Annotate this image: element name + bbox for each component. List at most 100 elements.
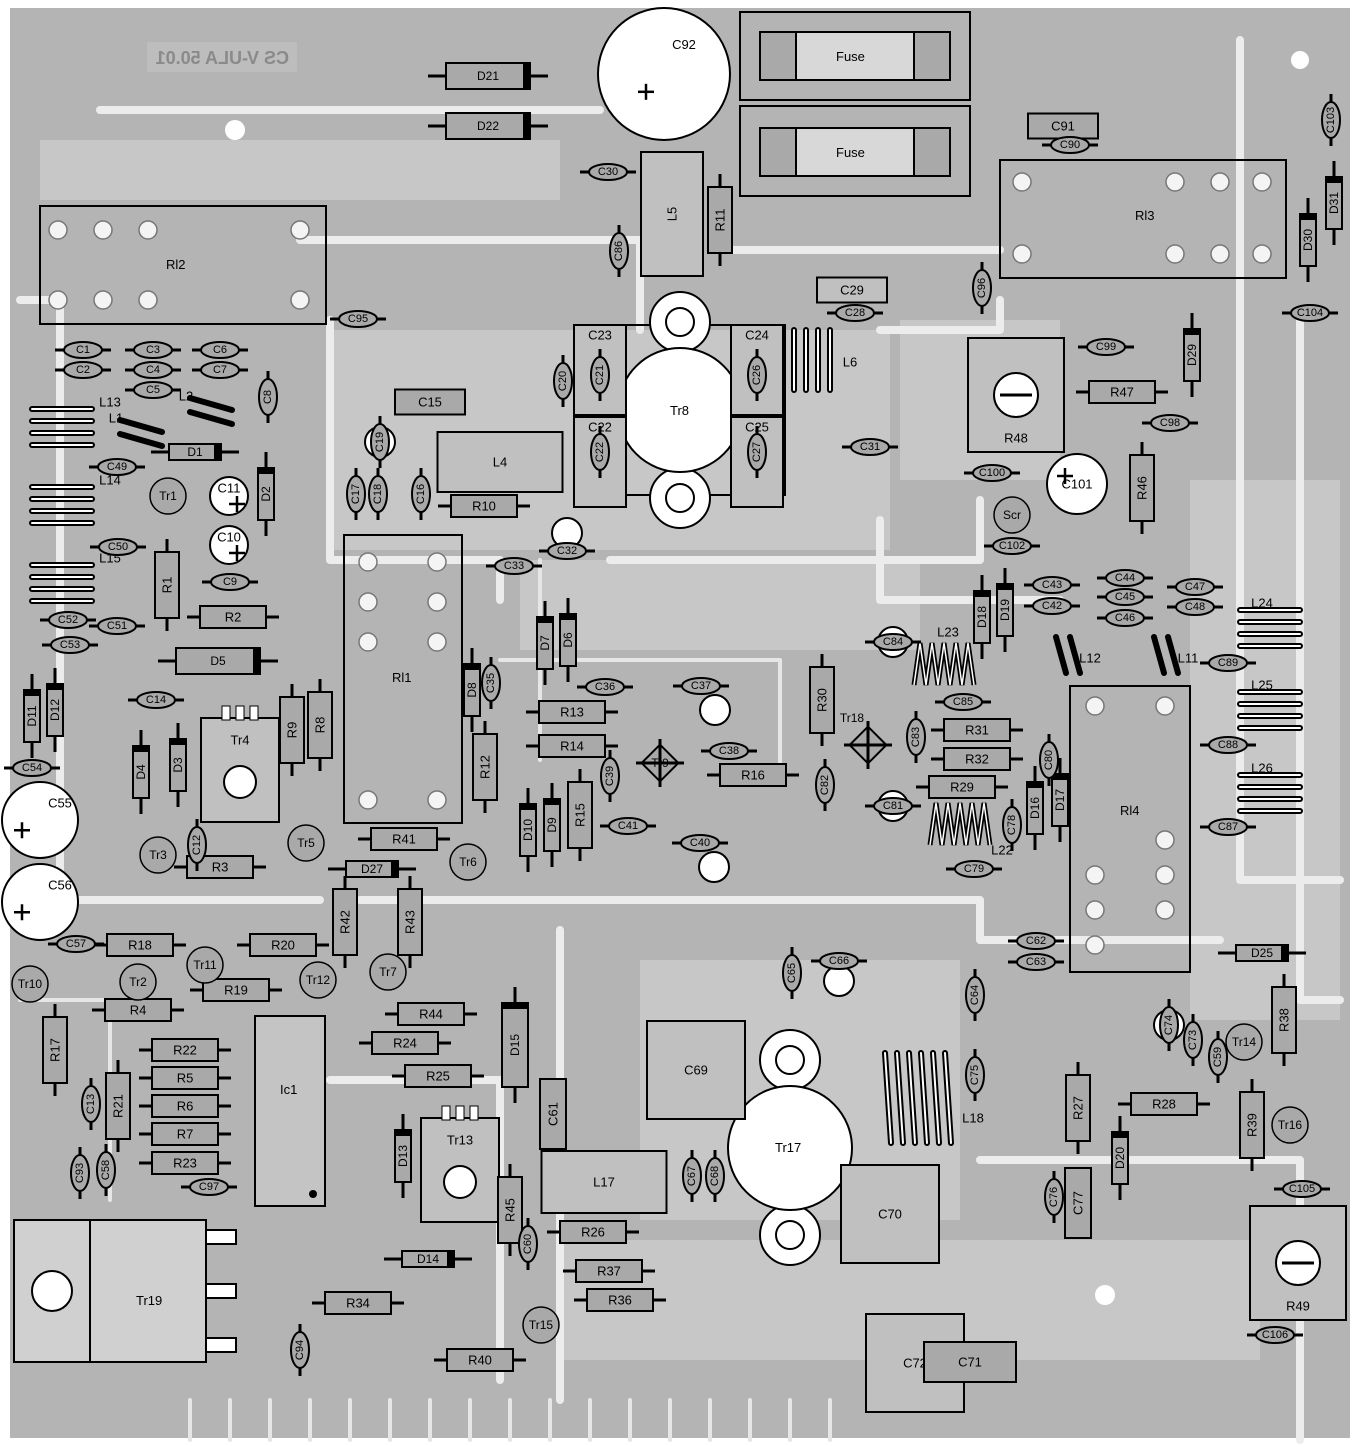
svg-text:R19: R19 [224,983,248,998]
svg-text:C44: C44 [1115,572,1135,584]
boxed-component-c69: C69 [646,1020,746,1120]
diode-icon: D3 [169,723,187,807]
resistor-icon: R6 [139,1094,231,1118]
capacitor-icon: C2 [55,361,111,379]
capacitor-icon: C7 [192,361,248,379]
svg-text:D30: D30 [1301,229,1315,251]
resistor-icon: R1 [154,539,180,631]
svg-text:D6: D6 [561,632,575,648]
svg-text:R42: R42 [338,910,353,934]
svg-text:C93: C93 [74,1163,86,1183]
boxed-component-c77: C77 [1064,1167,1092,1239]
resistor-icon: R26 [547,1220,639,1244]
diode-icon: D7 [536,601,554,685]
svg-text:C43: C43 [1042,579,1062,591]
svg-text:C11: C11 [218,481,241,496]
svg-text:Fuse: Fuse [836,49,865,64]
svg-text:D11: D11 [25,705,39,726]
resistor-icon: R18 [94,933,186,957]
svg-text:C9: C9 [223,576,237,588]
power-transistor-icon: Tr8 [574,291,786,529]
svg-text:R24: R24 [393,1036,417,1051]
svg-text:C26: C26 [751,365,763,385]
diode-icon: D13 [394,1114,412,1198]
capacitor-icon: C21 [590,349,610,401]
svg-text:R40: R40 [468,1353,492,1368]
svg-text:C63: C63 [1026,956,1046,968]
transistor-icon: Tr5 [287,824,325,862]
svg-text:R15: R15 [573,803,588,827]
svg-text:C79: C79 [964,863,984,875]
resistor-icon: R16 [707,763,799,787]
svg-text:L14: L14 [99,473,121,488]
svg-text:C82: C82 [819,775,831,795]
diode-icon: D14 [384,1250,472,1268]
svg-text:Tr7: Tr7 [379,965,397,979]
diode-icon: D31 [1325,161,1343,245]
capacitor-icon: C57 [48,935,104,953]
capacitor-icon: C52 [40,611,96,629]
resistor-icon: R38 [1271,974,1297,1066]
capacitor-icon: C26 [747,349,767,401]
diode-icon: D11 [23,674,41,758]
capacitor-icon: C28 [827,304,883,322]
resistor-icon: R30 [809,654,835,746]
svg-text:L5: L5 [665,207,680,221]
svg-text:C102: C102 [999,540,1025,552]
svg-text:C35: C35 [485,673,497,693]
svg-text:R9: R9 [285,722,300,739]
svg-text:C41: C41 [618,820,638,832]
svg-text:D29: D29 [1185,344,1199,366]
svg-text:C86: C86 [613,241,625,261]
electrolytic-capacitor-icon: C56 [1,863,79,941]
svg-text:D5: D5 [210,654,226,668]
svg-text:Tr2: Tr2 [129,975,147,989]
capacitor-icon: C62 [1008,932,1064,950]
svg-text:C53: C53 [60,639,80,651]
svg-text:R46: R46 [1135,476,1150,500]
resistor-icon: R3 [174,855,266,879]
svg-text:C81: C81 [883,800,903,812]
svg-text:C42: C42 [1042,600,1062,612]
capacitor-icon: C106 [1247,1326,1303,1344]
svg-text:D18: D18 [975,606,989,628]
power-transistor-icon: Tr17 [727,1029,853,1266]
svg-text:C61: C61 [546,1102,561,1126]
transistor-icon: Tr2 [119,963,157,1001]
boxed-component-c91: C91 [1027,112,1099,140]
capacitor-icon: C50 [90,538,146,556]
electrolytic-capacitor-icon: C101 [1046,453,1108,515]
capacitor-icon: C54 [4,759,60,777]
capacitor-icon: C22 [590,426,610,478]
boxed-component-tr4: Tr4 [200,705,280,823]
resistor-icon: R27 [1065,1062,1091,1154]
svg-text:C64: C64 [969,985,981,1005]
svg-text:C40: C40 [690,837,710,849]
transistor-icon: Tr18 [840,711,892,769]
electrolytic-capacitor-icon: C10 [209,525,249,565]
svg-text:Rl3: Rl3 [1135,208,1155,223]
svg-text:Tr17: Tr17 [775,1140,801,1155]
svg-text:C80: C80 [1043,750,1055,770]
resistor-icon: R36 [574,1288,666,1312]
capacitor-icon: C68 [705,1150,725,1202]
svg-text:D2: D2 [259,486,273,502]
svg-text:C31: C31 [860,441,880,453]
capacitor-icon: C8 [258,371,278,423]
capacitor-icon: C1 [55,341,111,359]
resistor-icon: R43 [397,876,423,968]
svg-text:R10: R10 [472,499,496,514]
svg-text:L1: L1 [109,411,123,426]
transistor-icon: Tr3 [139,836,177,874]
diode-icon: D21 [428,62,548,90]
diode-icon: D4 [132,730,150,814]
svg-text:D25: D25 [1251,946,1273,960]
svg-text:C46: C46 [1115,612,1135,624]
capacitor-icon: C49 [89,458,145,476]
svg-text:L4: L4 [493,455,507,470]
svg-text:R22: R22 [173,1043,197,1058]
capacitor-icon: C41 [600,817,656,835]
capacitor-icon: C88 [1200,736,1256,754]
capacitor-icon: C97 [181,1178,237,1196]
svg-text:D20: D20 [1113,1147,1127,1169]
